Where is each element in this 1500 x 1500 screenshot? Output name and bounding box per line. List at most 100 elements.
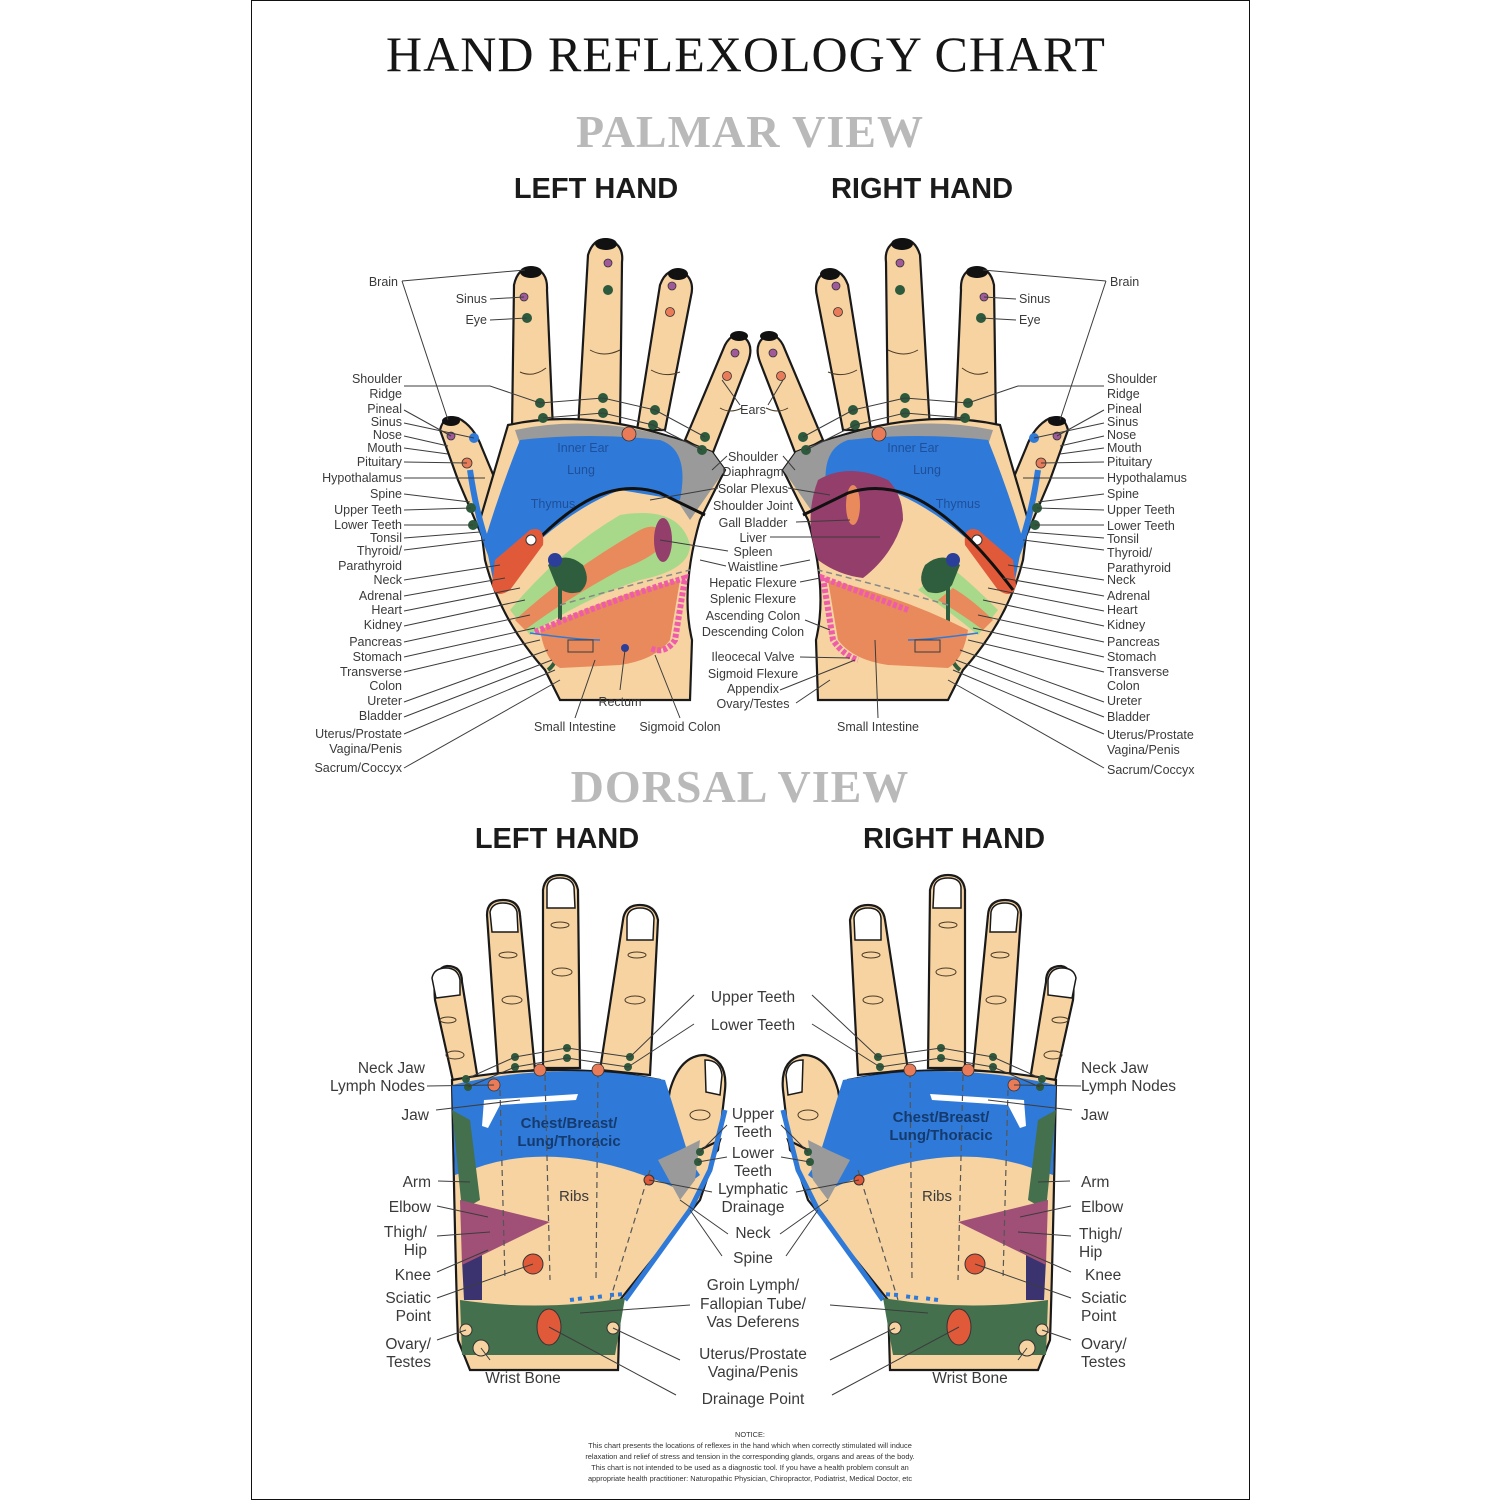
- dorsal-right-label-neck-jaw: Neck Jaw: [1081, 1060, 1149, 1077]
- right-label-heart: Heart: [1107, 603, 1138, 617]
- left-label-hypothalamus: Hypothalamus: [322, 471, 402, 485]
- right-label-sacrum-coccyx: Sacrum/Coccyx: [1107, 763, 1195, 777]
- left-label-sacrum-coccyx: Sacrum/Coccyx: [314, 761, 402, 775]
- left-label-vagina-penis: Vagina/Penis: [329, 742, 402, 756]
- left-lung-label: Lung: [567, 463, 595, 477]
- right-label-lower-teeth: Lower Teeth: [1107, 519, 1175, 533]
- right-label-sinus: Sinus: [1107, 415, 1138, 429]
- right-label-pituitary: Pituitary: [1107, 455, 1153, 469]
- right-label-bladder: Bladder: [1107, 710, 1150, 724]
- dorsal-right-label-knee: Knee: [1085, 1267, 1121, 1284]
- dorsal-center-labels: Upper Teeth Lower Teeth Upper Teeth Lowe…: [548, 989, 960, 1408]
- dorsal-center-uterus-prostate: Uterus/Prostate: [699, 1346, 807, 1363]
- right-inner-ear-label: Inner Ear: [887, 441, 938, 455]
- right-label-finger-sinus: Sinus: [1019, 292, 1050, 306]
- center-label-ears: Ears: [740, 403, 766, 417]
- left-ring-finger: [635, 269, 694, 432]
- center-label-appendix: Appendix: [727, 682, 780, 696]
- dorsal-left-label-neck-jaw: Neck Jaw: [358, 1060, 426, 1077]
- dorsal-left-label-testes: Testes: [386, 1354, 431, 1371]
- dorsal-right-label-wrist-bone: Wrist Bone: [932, 1370, 1008, 1387]
- center-label-spleen: Spleen: [734, 545, 773, 559]
- left-label-rectum: Rectum: [598, 695, 641, 709]
- center-label-waistline: Waistline: [728, 560, 778, 574]
- left-middle-tip: [595, 238, 617, 250]
- right-lung-label: Lung: [913, 463, 941, 477]
- left-label-shoulder: Shoulder: [352, 372, 402, 386]
- dorsal-left-hand-heading: LEFT HAND: [475, 823, 639, 855]
- right-label-pancreas: Pancreas: [1107, 635, 1160, 649]
- dorsal-center-drainage: Drainage: [722, 1199, 785, 1216]
- left-label-brain: Brain: [369, 275, 398, 289]
- left-label-transverse: Transverse: [340, 665, 402, 679]
- left-label-spine: Spine: [370, 487, 402, 501]
- center-label-liver: Liver: [739, 531, 766, 545]
- dorsal-right-hand-heading: RIGHT HAND: [863, 823, 1045, 855]
- dorsal-right-label-thigh: Thigh/: [1079, 1226, 1123, 1243]
- dorsal-right-label-jaw: Jaw: [1081, 1107, 1109, 1124]
- dorsal-right-label-testes: Testes: [1081, 1354, 1126, 1371]
- dorsal-center-thumb-lower: Lower: [732, 1145, 774, 1162]
- dorsal-left-label-arm: Arm: [403, 1174, 431, 1191]
- center-label-gall-bladder: Gall Bladder: [719, 516, 788, 530]
- notice-heading: NOTICE:: [735, 1430, 765, 1439]
- palmar-left-hand: Inner Ear Lung Thymus: [438, 238, 752, 702]
- center-label-splenic-flexure: Splenic Flexure: [710, 592, 796, 606]
- right-label-adrenal: Adrenal: [1107, 589, 1150, 603]
- dorsal-left-labels: Neck Jaw Lymph Nodes Jaw Arm Elbow Thigh…: [330, 1060, 561, 1387]
- dorsal-left-label-thigh: Thigh/: [384, 1224, 428, 1241]
- right-label-neck: Neck: [1107, 573, 1136, 587]
- palmar-left-labels: Brain Sinus Eye Shoulder Ridge Pineal Si…: [314, 269, 721, 775]
- center-label-hepatic-flexure: Hepatic Flexure: [709, 576, 797, 590]
- center-label-ovary-testes: Ovary/Testes: [717, 697, 790, 711]
- left-inner-ear-label: Inner Ear: [557, 441, 608, 455]
- center-label-diaphragm: Diaphragm: [722, 465, 783, 479]
- dorsal-left-chest-label-2: Lung/Thoracic: [517, 1133, 620, 1150]
- right-label-shoulder: Shoulder: [1107, 372, 1157, 386]
- dorsal-right-chest-label-1: Chest/Breast/: [893, 1109, 991, 1126]
- center-label-ascending-colon: Ascending Colon: [706, 609, 801, 623]
- left-label-pituitary: Pituitary: [357, 455, 403, 469]
- center-label-solar-plexus: Solar Plexus: [718, 482, 788, 496]
- notice-line-2: relaxation and relief of stress and tens…: [585, 1452, 914, 1461]
- dorsal-left-label-elbow: Elbow: [389, 1199, 432, 1216]
- dorsal-right-chest-label-2: Lung/Thoracic: [889, 1127, 992, 1144]
- right-label-nose: Nose: [1107, 428, 1136, 442]
- left-small-intestine-zone: [540, 580, 680, 668]
- left-label-stomach: Stomach: [353, 650, 402, 664]
- left-label-sinus: Sinus: [371, 415, 402, 429]
- dorsal-left-label-lymph-nodes: Lymph Nodes: [330, 1078, 425, 1095]
- dorsal-right-label-lymph-nodes: Lymph Nodes: [1081, 1078, 1176, 1095]
- left-label-heart: Heart: [371, 603, 402, 617]
- left-thymus-point: [525, 534, 537, 546]
- dorsal-center-fallopian-tube: Fallopian Tube/: [700, 1296, 807, 1313]
- right-label-eye: Eye: [1019, 313, 1041, 327]
- left-label-uterus-prostate: Uterus/Prostate: [315, 727, 402, 741]
- left-little-tip: [730, 331, 748, 341]
- left-label-pancreas: Pancreas: [349, 635, 402, 649]
- dorsal-left-label-jaw: Jaw: [401, 1107, 429, 1124]
- dorsal-center-drainage-point: Drainage Point: [702, 1391, 805, 1408]
- dorsal-right-label-elbow: Elbow: [1081, 1199, 1124, 1216]
- left-label-kidney: Kidney: [364, 618, 403, 632]
- center-label-shoulder-joint: Shoulder Joint: [713, 499, 793, 513]
- right-label-vagina-penis: Vagina/Penis: [1107, 743, 1180, 757]
- left-label-nose: Nose: [373, 428, 402, 442]
- right-label-uterus-prostate: Uterus/Prostate: [1107, 728, 1194, 742]
- right-liver-zone: [810, 471, 903, 578]
- notice-block: NOTICE: This chart presents the location…: [585, 1430, 914, 1483]
- chart-title: HAND REFLEXOLOGY CHART: [386, 26, 1106, 82]
- left-label-bladder: Bladder: [359, 709, 402, 723]
- right-label-pineal: Pineal: [1107, 402, 1142, 416]
- center-label-ileocecal-valve: Ileocecal Valve: [711, 650, 794, 664]
- dorsal-left-jaw-mark: [482, 1094, 578, 1128]
- left-label-upper-teeth: Upper Teeth: [334, 503, 402, 517]
- dorsal-right-labels: Neck Jaw Lymph Nodes Jaw Arm Elbow Thigh…: [932, 1060, 1176, 1387]
- left-index-finger: [510, 266, 555, 432]
- left-thumb-tip: [442, 416, 460, 426]
- left-label-finger-sinus: Sinus: [456, 292, 487, 306]
- right-label-ureter: Ureter: [1107, 694, 1142, 708]
- dorsal-right-label-point: Point: [1081, 1308, 1117, 1325]
- right-label-tonsil: Tonsil: [1107, 532, 1139, 546]
